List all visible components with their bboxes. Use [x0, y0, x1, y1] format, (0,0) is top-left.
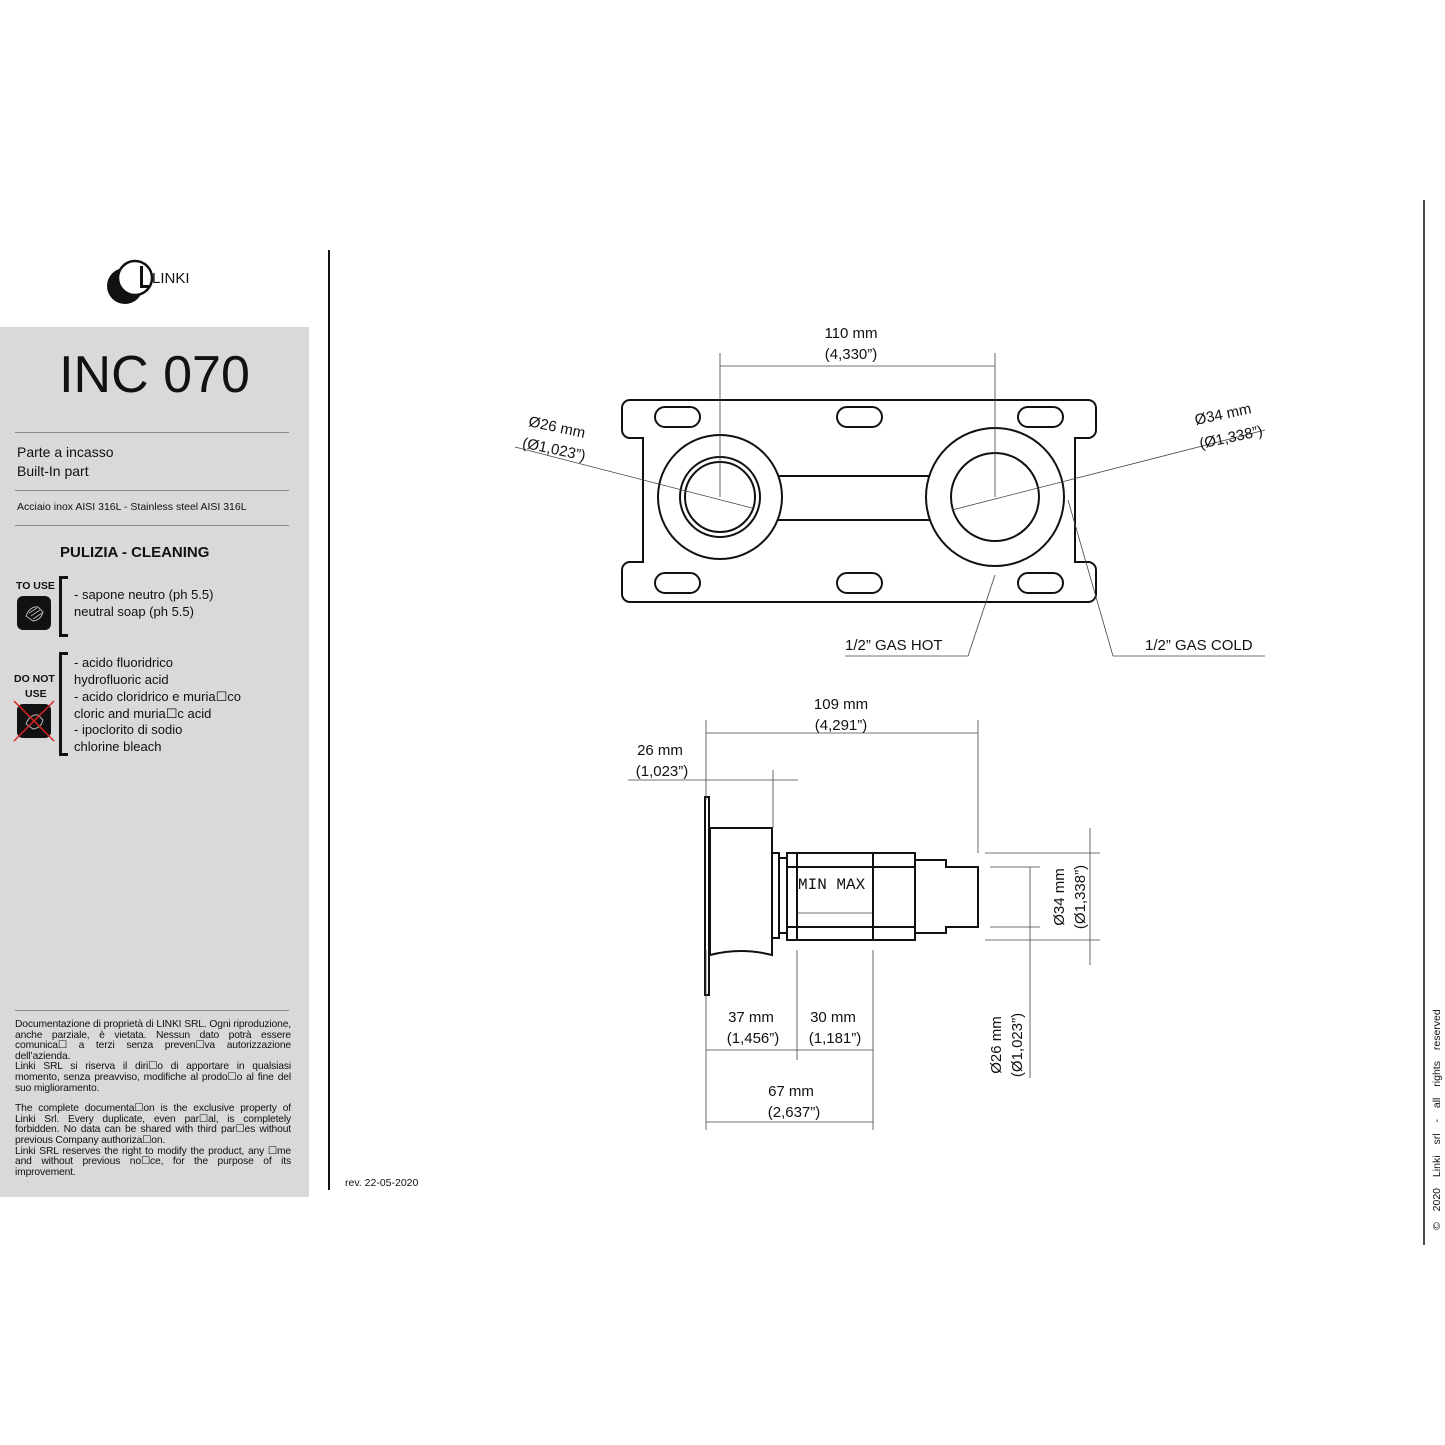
do-not-use-item: cloric and muria☐c acid	[74, 706, 212, 721]
dim-label: Ø26 mm	[988, 1016, 1005, 1074]
dim-label: 109 mm	[814, 696, 868, 713]
revision: rev. 22-05-2020	[345, 1177, 419, 1189]
top-view-dimensions	[514, 353, 1266, 657]
do-not-use-item: - acido fluoridrico	[74, 655, 173, 670]
legal-text-en: The complete documenta☐on is the exclusi…	[15, 1103, 291, 1146]
do-not-use-label: USE	[25, 688, 47, 700]
dim-label: (1,456”)	[727, 1030, 780, 1047]
do-not-use-item: - acido cloridrico e muria☐co	[74, 689, 241, 704]
product-code: INC 070	[59, 346, 250, 404]
dim-label: 37 mm	[728, 1009, 774, 1026]
hot-label: 1/2” GAS HOT	[845, 637, 943, 654]
side-view	[704, 796, 979, 996]
mounting-plate	[621, 399, 1097, 603]
dim-label: Ø34 mm	[1051, 868, 1068, 926]
divider	[15, 432, 289, 433]
side-view-dimensions	[628, 720, 1100, 1130]
no-hand-wash-icon	[13, 700, 55, 742]
do-not-use-item: hydrofluoric acid	[74, 672, 169, 687]
divider	[15, 1010, 289, 1011]
bracket	[59, 576, 68, 637]
dim-label: 110 mm	[824, 325, 877, 342]
minmax-label: MIN MAX	[798, 876, 866, 894]
to-use-label: TO USE	[16, 580, 55, 592]
material: Acciaio inox AISI 316L - Stainless steel…	[17, 501, 247, 513]
product-name-it: Parte a incasso	[17, 444, 114, 460]
logo-text: LINKI	[152, 270, 190, 287]
legal-text-en-2: Linki SRL reserves the right to modify t…	[15, 1145, 291, 1178]
bracket	[59, 652, 68, 756]
hand-wash-icon	[17, 596, 51, 630]
divider	[15, 525, 289, 526]
top-view	[621, 399, 1097, 603]
product-name-en: Built-In part	[17, 463, 89, 479]
dim-label: (Ø1,338”)	[1072, 865, 1089, 929]
to-use-item: - sapone neutro (ph 5.5)	[74, 587, 214, 602]
divider	[15, 490, 289, 491]
do-not-use-item: chlorine bleach	[74, 739, 162, 754]
legal-text-it: Documentazione di proprietà di LINKI SRL…	[15, 1019, 291, 1062]
info-panel	[0, 327, 309, 1197]
do-not-use-item: - ipoclorito di sodio	[74, 722, 183, 737]
dim-label: (4,291”)	[815, 717, 868, 734]
dim-label: (1,023”)	[636, 763, 689, 780]
dim-label: (1,181”)	[809, 1030, 862, 1047]
dim-label: 30 mm	[810, 1009, 856, 1026]
legal-notice: Documentazione di proprietà di LINKI SRL…	[15, 1019, 291, 1178]
do-not-use-label: DO NOT	[14, 673, 55, 685]
linki-logo: LINKI	[105, 256, 205, 308]
cold-label: 1/2” GAS COLD	[1145, 637, 1253, 654]
dim-label: (Ø1,023”)	[1009, 1013, 1026, 1077]
cleaning-title: PULIZIA - CLEANING	[60, 544, 210, 561]
dim-label: (2,637”)	[768, 1104, 821, 1121]
dim-label: 67 mm	[768, 1083, 814, 1100]
dim-label: (Ø1,338”)	[1198, 423, 1264, 453]
dim-label: (4,330”)	[825, 346, 878, 363]
legal-text-it-2: Linki SRL si riserva il diri☐o di apport…	[15, 1061, 291, 1094]
dim-label: Ø34 mm	[1193, 400, 1253, 429]
to-use-item: neutral soap (ph 5.5)	[74, 604, 194, 619]
dim-label: 26 mm	[637, 742, 683, 759]
